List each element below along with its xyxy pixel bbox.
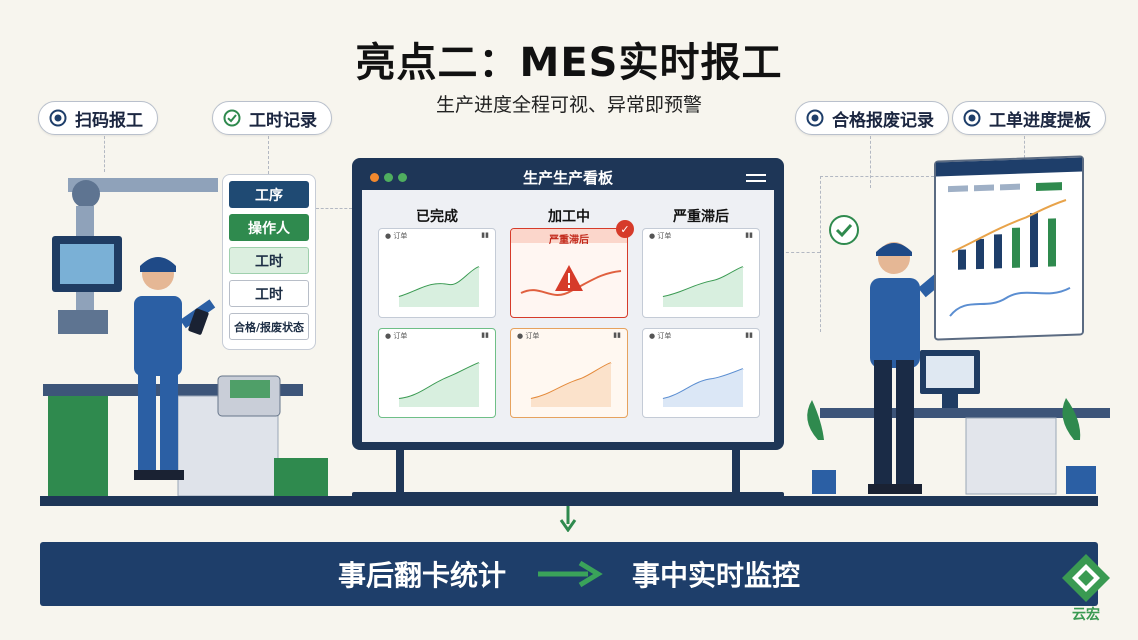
connector	[820, 176, 821, 332]
hours-field-2[interactable]: 工时	[229, 280, 309, 307]
check-shield-icon	[223, 109, 241, 127]
connector	[760, 252, 820, 253]
arrow-right-icon	[538, 560, 603, 588]
connector	[1024, 136, 1025, 158]
alert-label: 严重滞后	[511, 229, 627, 246]
floor-line	[40, 496, 1098, 506]
tag-label: 工时记录	[249, 110, 317, 131]
trend-sparkline	[398, 362, 480, 407]
banner-after: 事中实时监控	[632, 559, 801, 592]
operator-field[interactable]: 操作人	[229, 214, 309, 241]
trend-sparkline	[530, 362, 612, 407]
target-icon	[49, 109, 67, 127]
target-icon	[963, 109, 981, 127]
column-delayed-heading: 严重滞后	[673, 209, 729, 225]
column-processing-heading: 加工中	[548, 209, 590, 225]
trend-sparkline	[662, 266, 744, 307]
arrow-down-icon	[559, 506, 577, 532]
tag-label: 合格报废记录	[832, 110, 934, 131]
connector	[104, 136, 105, 172]
target-icon	[806, 109, 824, 127]
tag-qualified-scrap: 合格报废记录	[795, 101, 949, 135]
wall-chart	[948, 182, 1071, 317]
order-card[interactable]: ● 订单▮▮	[378, 228, 496, 318]
status-field[interactable]: 合格/报废状态	[229, 313, 309, 340]
connector	[870, 136, 871, 188]
tag-label: 扫码报工	[75, 110, 143, 131]
connector	[316, 208, 352, 209]
banner-before: 事后翻卡统计	[337, 559, 506, 592]
monitor-leg	[732, 446, 740, 504]
menu-icon[interactable]	[746, 174, 766, 182]
logo-text: 云宏	[1072, 607, 1100, 623]
summary-banner: 事后翻卡统计 事中实时监控	[40, 542, 1098, 606]
board-title: 生产生产看板	[522, 169, 613, 187]
tag-scan-report: 扫码报工	[38, 101, 158, 135]
page-subtitle: 生产进度全程可视、异常即预警	[435, 94, 702, 116]
order-card[interactable]: ● 订单▮▮	[642, 328, 760, 418]
warning-chart	[520, 265, 622, 296]
tag-order-progress: 工单进度提板	[952, 101, 1106, 135]
window-dot-orange	[370, 173, 379, 182]
monitor-leg	[396, 446, 404, 504]
hours-field[interactable]: 工时	[229, 247, 309, 274]
trend-sparkline	[662, 368, 744, 407]
page-title: 亮点二：MES实时报工	[355, 40, 783, 86]
connector	[268, 136, 269, 174]
process-field[interactable]: 工序	[229, 181, 309, 208]
company-logo-icon	[1062, 554, 1110, 602]
left-workshop-illustration	[43, 178, 328, 498]
tag-time-record: 工时记录	[212, 101, 332, 135]
order-card-alert[interactable]: 严重滞后	[510, 228, 628, 318]
window-dot-green	[384, 173, 393, 182]
order-card[interactable]: ● 订单▮▮	[378, 328, 496, 418]
column-done-heading: 已完成	[416, 209, 458, 225]
right-office-illustration	[807, 215, 1110, 495]
tag-label: 工单进度提板	[989, 110, 1091, 131]
window-dot-green	[398, 173, 407, 182]
order-card[interactable]: ● 订单▮▮	[642, 228, 760, 318]
alert-badge-icon: ✓	[616, 220, 634, 238]
report-form-card: 工序 操作人 工时 工时 合格/报废状态	[222, 174, 316, 350]
connector	[820, 176, 934, 177]
trend-sparkline	[398, 266, 480, 307]
wall-progress-dashboard	[934, 155, 1084, 341]
order-card[interactable]: ● 订单▮▮	[510, 328, 628, 418]
